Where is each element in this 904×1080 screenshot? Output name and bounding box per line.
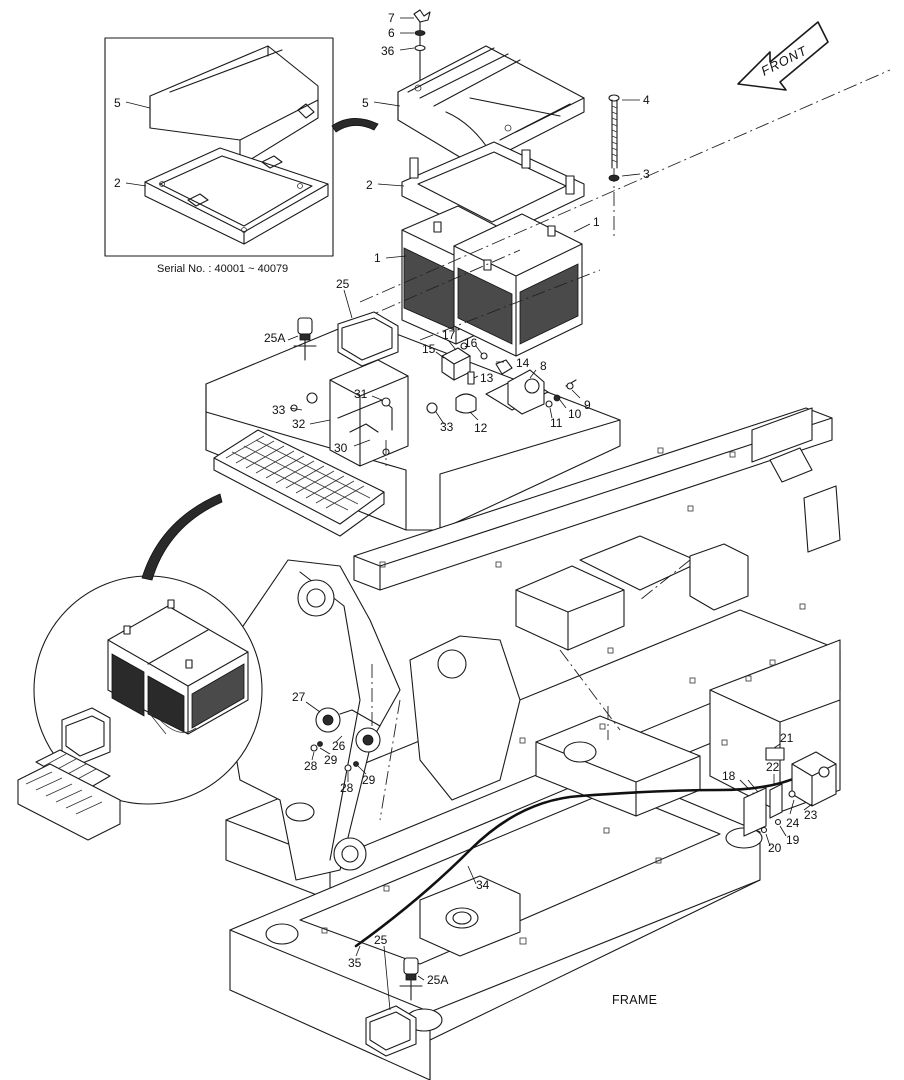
inset-early-serial-box: 5 2 Serial No. : 40001 ~ 40079	[104, 37, 334, 275]
bolt-and-washer: 4 3	[608, 93, 650, 240]
callout-25A-lower: 25A	[427, 973, 448, 987]
callout-32: 32	[292, 417, 306, 431]
callout-1-left: 1	[374, 251, 381, 265]
callout-30: 30	[334, 441, 348, 455]
work-lamp-upper: 25 25A	[264, 277, 399, 367]
callout-35: 35	[348, 956, 362, 970]
callout-25-lower: 25	[374, 933, 388, 947]
battery-master-switch: 21 22 18 24 23 19 20	[722, 731, 837, 855]
battery-cover-assembly: 7 6 36 5	[362, 9, 585, 175]
callout-21: 21	[780, 731, 794, 745]
callout-31: 31	[354, 387, 368, 401]
main-frame	[219, 407, 841, 1080]
battery-relay-bracket: 17 16 15 14 13 8 9 10 11 12 31 33 32 33 …	[272, 328, 591, 467]
callout-17: 17	[442, 328, 456, 342]
batteries: 1 1	[374, 205, 600, 357]
callout-6: 6	[388, 26, 395, 40]
callout-25-upper: 25	[336, 277, 350, 291]
callout-10: 10	[568, 407, 582, 421]
callout-25A-upper: 25A	[264, 331, 285, 345]
callout-18: 18	[722, 769, 736, 783]
work-lamp-lower: 25 25A	[365, 933, 448, 1057]
callout-23: 23	[804, 808, 818, 822]
callout-27: 27	[292, 690, 306, 704]
horns: 27 26 28 29 28 29	[292, 690, 381, 795]
callout-2: 2	[366, 178, 373, 192]
callout-14: 14	[516, 356, 530, 370]
callout-11: 11	[550, 416, 563, 430]
callout-34: 34	[476, 878, 490, 892]
callout-5: 5	[362, 96, 369, 110]
callout-15: 15	[422, 342, 436, 356]
inset-serial-caption: Serial No. : 40001 ~ 40079	[157, 263, 288, 275]
callout-22: 22	[766, 760, 780, 774]
callout-12: 12	[474, 421, 488, 435]
front-label: FRONT	[759, 43, 810, 79]
callout-29-left: 29	[324, 753, 338, 767]
inset-pointer-arrow	[331, 118, 379, 133]
callout-9: 9	[584, 398, 591, 412]
callout-33-left: 33	[272, 403, 286, 417]
front-direction-arrow: FRONT	[737, 21, 829, 91]
callout-19: 19	[786, 833, 800, 847]
callout-20: 20	[768, 841, 782, 855]
callout-16: 16	[464, 336, 478, 350]
callout-29-right: 29	[362, 773, 376, 787]
step-grille	[213, 429, 385, 537]
callout-28-left: 28	[304, 759, 318, 773]
callout-1-right: 1	[593, 215, 600, 229]
callout-3: 3	[643, 167, 650, 181]
callout-2-inset: 2	[114, 176, 121, 190]
callout-7: 7	[388, 11, 395, 25]
callout-28-right: 28	[340, 781, 354, 795]
left-step-grille	[17, 763, 121, 841]
callout-24: 24	[786, 816, 800, 830]
callout-33-right: 33	[440, 420, 454, 434]
callout-5-inset: 5	[114, 96, 121, 110]
callout-26: 26	[332, 739, 346, 753]
callout-4: 4	[643, 93, 650, 107]
frame-label: FRAME	[612, 993, 657, 1007]
callout-8: 8	[540, 359, 547, 373]
callout-36: 36	[381, 44, 395, 58]
callout-13: 13	[480, 371, 494, 385]
detail-circle-view	[33, 493, 263, 805]
